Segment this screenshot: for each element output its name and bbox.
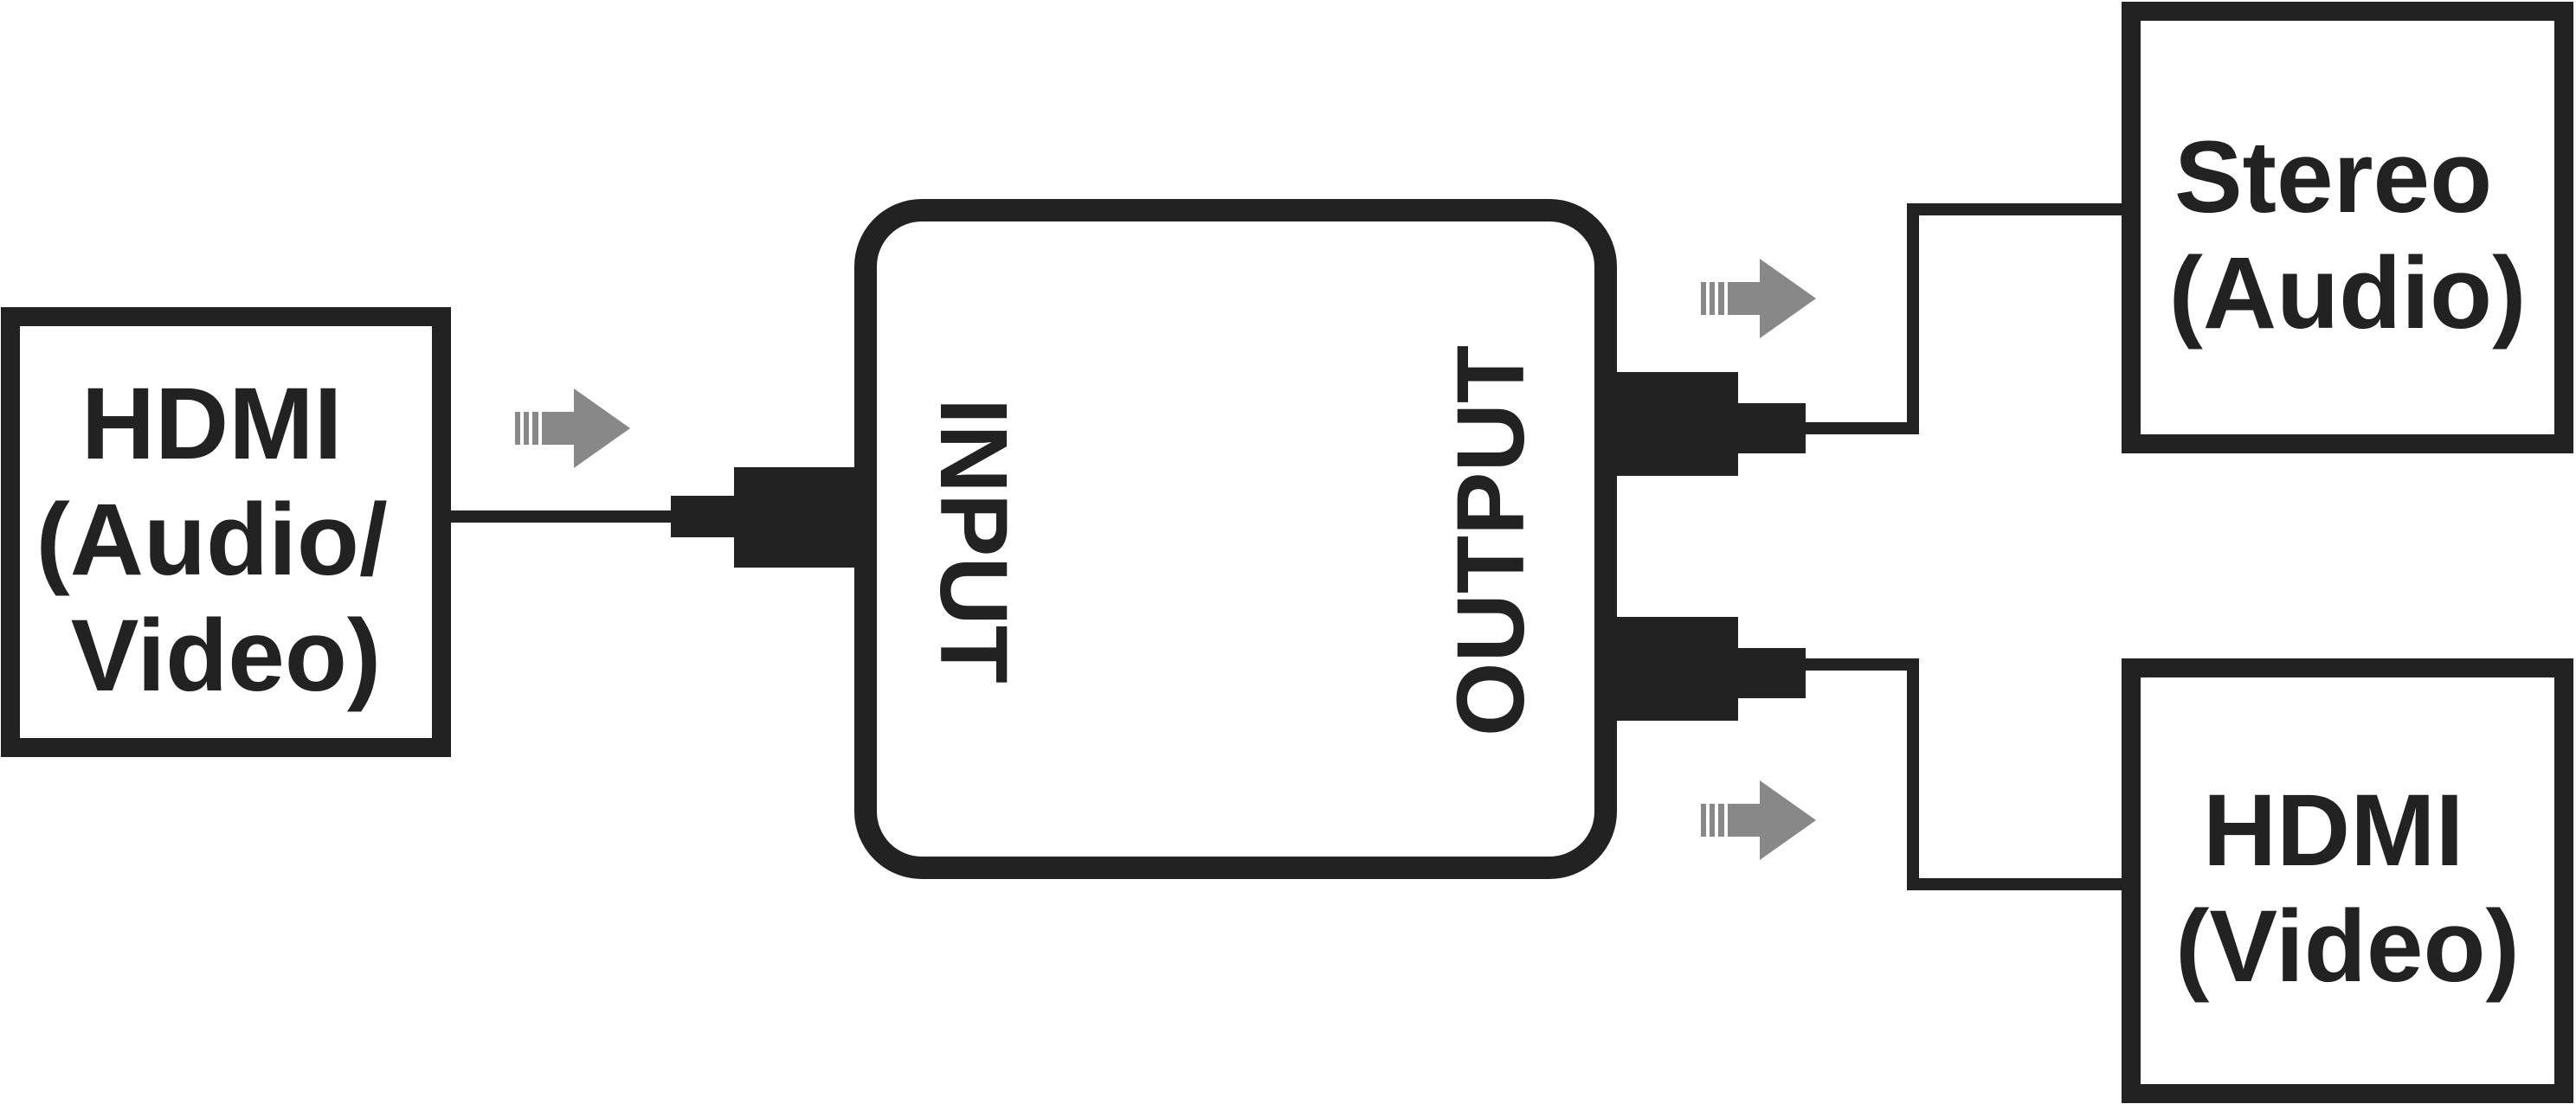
audio-box-line-1: Stereo [2174,120,2492,234]
svg-text:Stereo (Audio): Stereo (Audio) [2169,120,2527,350]
stereo-audio-box: Stereo (Audio) [2122,2,2573,453]
input-plug [671,467,866,568]
svg-text:HDMI (Audio/ Video: HDMI (Audio/ Video) [35,367,415,713]
output-port-label: OUTPUT [1438,345,1544,736]
video-box-line-1: HDMI [2203,773,2464,888]
right-arrow-icon [1701,780,1816,860]
audio-box-line-2: (Audio) [2169,236,2527,350]
right-arrow-icon [1701,259,1816,338]
video-box-line-2: (Video) [2175,889,2520,1004]
svg-text:HDMI (Video): HDMI (Video) [2175,773,2520,1004]
source-box-line-2: (Audio/ [35,483,387,597]
source-hdmi-box: HDMI (Audio/ Video) [1,307,451,757]
audio-cable [1800,203,2125,434]
video-output-plug [1606,617,1806,721]
source-box-line-1: HDMI [81,367,343,481]
video-cable [1800,658,2125,890]
audio-output-plug [1606,372,1806,476]
input-port-label: INPUT [920,398,1027,684]
hdmi-video-box: HDMI (Video) [2122,658,2573,1103]
source-box-line-3: Video) [71,599,381,713]
right-arrow-icon [515,388,630,468]
converter-unit: INPUT OUTPUT [854,199,1617,879]
